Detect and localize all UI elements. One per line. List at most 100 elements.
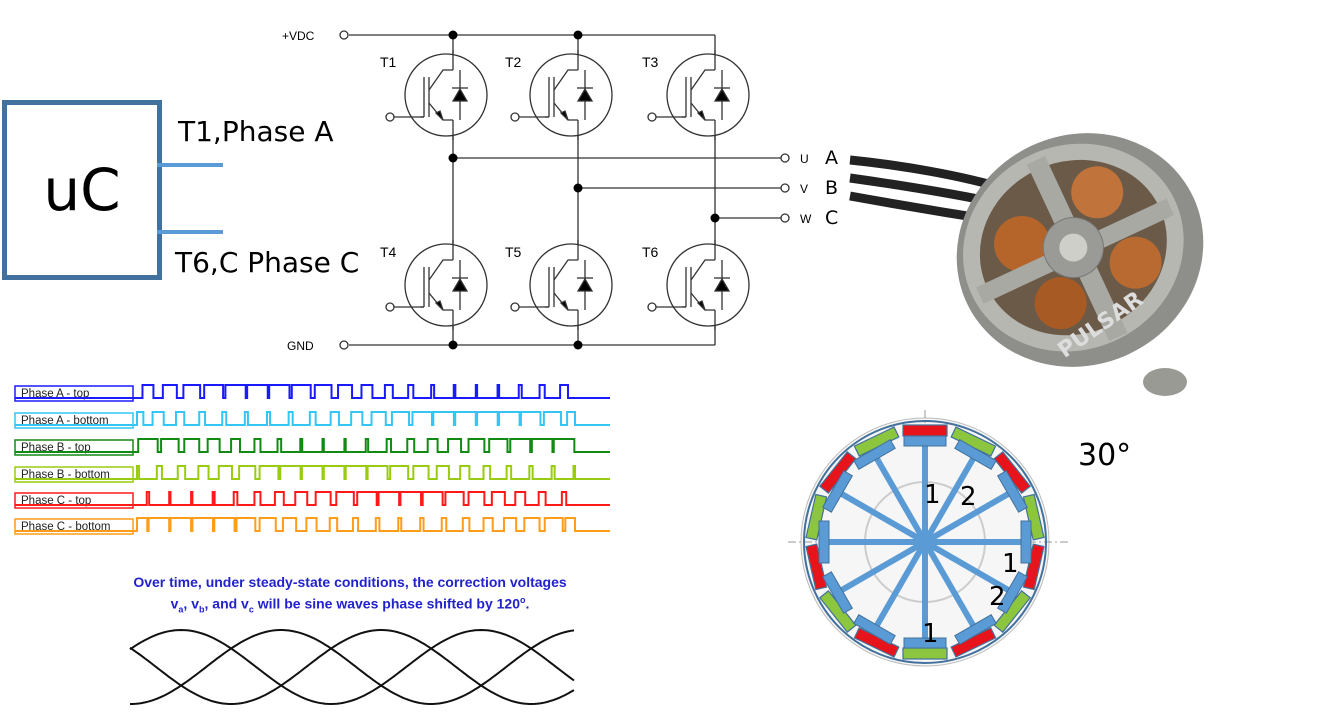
magnet	[902, 647, 948, 660]
sine-wave-phase-c	[130, 629, 575, 705]
magnet	[1022, 543, 1045, 591]
terminal-label: V	[800, 182, 808, 196]
tooth-spoke	[922, 540, 977, 628]
magnet	[1022, 493, 1045, 541]
stator-tooth	[903, 542, 947, 649]
igbt-collector	[690, 69, 715, 91]
junction-dot	[710, 213, 720, 223]
gnd-terminal	[339, 340, 349, 350]
igbt-collector	[690, 259, 715, 281]
tooth-head	[996, 571, 1028, 614]
pwm-signal-row: Phase A - top	[14, 384, 610, 402]
stator-tooth	[922, 439, 997, 544]
transistor-label: T4	[380, 244, 397, 260]
motor-mount-tab	[1143, 368, 1187, 396]
transistor-label: T1	[380, 54, 397, 70]
igbt-T2	[510, 50, 613, 140]
igbt-circle	[529, 243, 613, 327]
emitter-arrow	[696, 110, 706, 121]
tooth-spoke	[839, 539, 927, 594]
coil-label: 1	[924, 480, 941, 510]
microcontroller-label: uC	[43, 156, 121, 224]
pwm-trace	[15, 384, 610, 399]
magnet	[805, 493, 828, 541]
gate-terminal	[647, 302, 657, 312]
coil-label: 2	[960, 482, 977, 512]
emitter-arrow	[434, 110, 444, 121]
junction-dot	[573, 30, 583, 40]
coil-label: 1	[922, 619, 939, 649]
coil-label: 2	[989, 582, 1006, 612]
stator-tooth	[853, 439, 928, 544]
igbt-T4	[385, 240, 488, 330]
tooth-head	[1020, 520, 1032, 564]
pwm-signal-row: Phase B - top	[14, 438, 610, 456]
tooth-spoke	[828, 539, 925, 545]
gnd-label: GND	[287, 339, 314, 353]
gate-terminal	[510, 302, 520, 312]
uc-output-line-bottom	[157, 230, 223, 234]
motor-body: PULSAR	[956, 133, 1204, 367]
tooth-spoke	[922, 445, 928, 542]
angle-label: 30°	[1078, 438, 1132, 473]
tooth-spoke	[873, 456, 928, 544]
phase-label: A	[825, 147, 838, 169]
gate-terminal	[385, 112, 395, 122]
pwm-trace	[15, 491, 610, 506]
stator-tooth	[922, 540, 997, 645]
gate-terminal	[647, 112, 657, 122]
output-label-phase-c: T6,C Phase C	[175, 246, 360, 279]
tooth-head	[954, 613, 997, 645]
tooth-spoke	[925, 539, 1022, 545]
transistor-label: T3	[642, 54, 659, 70]
stator-tooth	[923, 539, 1028, 614]
tooth-head	[853, 439, 896, 471]
pwm-trace	[15, 517, 610, 532]
phase-label: C	[825, 207, 838, 229]
pwm-signal-row: Phase C - top	[14, 491, 610, 509]
junction-dot	[448, 340, 458, 350]
vdc-terminal	[339, 30, 349, 40]
tooth-spoke	[873, 540, 928, 628]
magnet	[902, 424, 948, 437]
stator-ring	[803, 420, 1047, 664]
tooth-spoke	[922, 456, 977, 544]
output-terminal-U	[780, 153, 790, 163]
junction-dot	[448, 30, 458, 40]
pwm-signal-row: Phase A - bottom	[14, 411, 610, 429]
pwm-trace	[15, 465, 610, 480]
diode-icon	[451, 277, 469, 292]
pwm-signal-row: Phase B - bottom	[14, 465, 610, 483]
terminal-label: U	[800, 152, 809, 166]
terminal-label: W	[800, 212, 812, 226]
diode-icon	[451, 87, 469, 102]
output-label-phase-a: T1,Phase A	[178, 115, 334, 148]
pwm-note-line1: Over time, under steady-state conditions…	[133, 574, 567, 590]
sine-wave-phase-b	[129, 629, 575, 705]
junction-dot	[573, 340, 583, 350]
output-terminal-V	[780, 183, 790, 193]
tooth-head	[903, 637, 947, 649]
igbt-collector	[428, 259, 453, 281]
tooth-spoke	[839, 490, 927, 545]
stator-tooth	[923, 470, 1028, 545]
tooth-head	[853, 613, 896, 645]
transistor-label: T6	[642, 244, 659, 260]
vdc-label: +VDC	[282, 29, 315, 43]
coil-label: 1	[1002, 549, 1019, 579]
diode-icon	[713, 277, 731, 292]
emitter-arrow	[696, 300, 706, 311]
tooth-head	[822, 470, 854, 513]
gate-terminal	[510, 112, 520, 122]
transistor-label: T2	[505, 54, 522, 70]
tooth-head	[818, 520, 830, 564]
pwm-note: Over time, under steady-state conditions…	[90, 573, 610, 618]
tooth-spoke	[922, 542, 928, 639]
magnet	[805, 543, 828, 591]
emitter-arrow	[434, 300, 444, 311]
